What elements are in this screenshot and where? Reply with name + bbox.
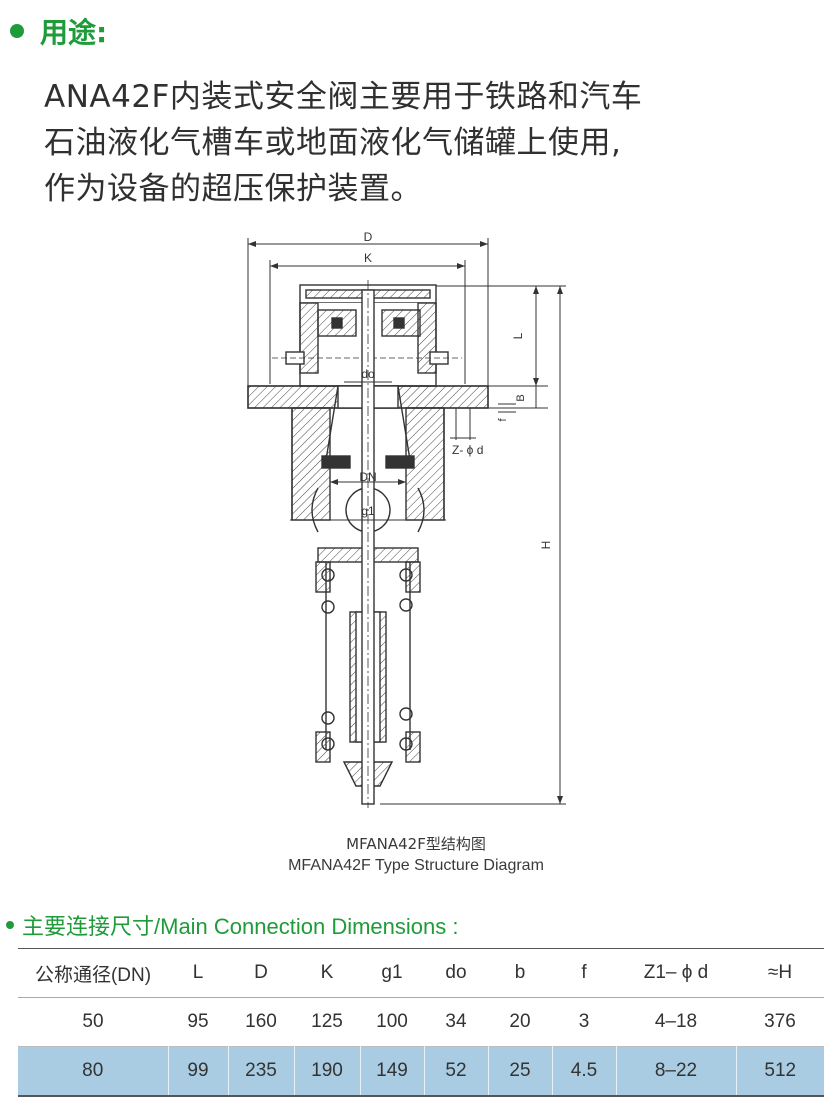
table-cell: 99 — [167, 1046, 228, 1096]
dimension-f: f — [497, 403, 516, 422]
table-cell: 3 — [578, 1011, 590, 1032]
label-d: D — [364, 230, 373, 244]
column-header: Z1– ϕ d — [643, 962, 709, 983]
label-h: H — [539, 541, 553, 550]
table-cell: 34 — [445, 1011, 467, 1032]
column-header: 公称通径(DN) — [34, 964, 152, 986]
column-header: f — [581, 962, 587, 983]
label-k: K — [364, 251, 372, 265]
table-cell: 100 — [376, 1011, 408, 1032]
table-cell: 4–18 — [654, 1011, 698, 1032]
column-header: K — [320, 962, 334, 983]
label-f: f — [497, 418, 509, 422]
usage-heading-label: 用途: — [40, 16, 108, 49]
column-header: D — [254, 962, 268, 983]
usage-line: 石油液化气槽车或地面液化气储罐上使用, — [44, 125, 622, 161]
table-row: 80 99 235 190 149 52 25 4.5 8–22 512 — [18, 1046, 824, 1096]
dimension-h: H — [380, 285, 566, 805]
bullet-dot-icon — [6, 921, 14, 929]
table-cell: 50 — [82, 1011, 104, 1032]
usage-heading: 用途: — [10, 8, 107, 54]
table-cell: 80 — [82, 1060, 104, 1081]
valve-stem — [361, 280, 375, 808]
table-cell: 4.5 — [551, 1046, 616, 1096]
column-header: L — [192, 962, 204, 983]
dimension-dn: DN — [330, 470, 406, 485]
table-cell: 125 — [311, 1011, 343, 1032]
dimension-l: L — [436, 285, 548, 386]
label-b: B — [515, 394, 527, 401]
column-header: g1 — [381, 962, 403, 983]
dimensions-heading: 主要连接尺寸/Main Connection Dimensions : — [6, 910, 458, 940]
dimension-d: D — [247, 230, 489, 386]
label-do: do — [361, 367, 375, 381]
dimension-b: B — [488, 385, 548, 409]
table-cell: 52 — [423, 1046, 488, 1096]
dimensions-heading-label: 主要连接尺寸/Main Connection Dimensions : — [22, 914, 459, 939]
usage-line: 作为设备的超压保护装置。 — [44, 171, 422, 207]
dimension-g1: g1 — [292, 504, 444, 521]
table-cell: 149 — [359, 1046, 424, 1096]
dimension-bolt-holes: Z- ϕ d — [450, 408, 483, 457]
diagram-caption-en: MFANA42F Type Structure Diagram — [288, 857, 544, 874]
dimensions-table: 公称通径(DN) L D K g1 do b f Z1– ϕ d ≈H 50 9… — [18, 948, 824, 1097]
dimension-do: do — [344, 367, 392, 383]
table-header-row: 公称通径(DN) L D K g1 do b f Z1– ϕ d ≈H — [18, 948, 824, 998]
column-header: ≈H — [767, 962, 793, 983]
label-l: L — [511, 332, 525, 339]
table-cell: 512 — [735, 1046, 824, 1096]
table-cell: 235 — [227, 1046, 294, 1096]
table-cell: 376 — [764, 1011, 796, 1032]
label-g1: g1 — [361, 504, 375, 518]
usage-description: ANA42F内装式安全阀主要用于铁路和汽车 石油液化气槽车或地面液化气储罐上使用… — [44, 74, 804, 212]
table-cell: 8–22 — [615, 1046, 736, 1096]
dimension-k: K — [269, 251, 466, 384]
valve-body — [290, 385, 446, 533]
structure-diagram: D K — [247, 230, 566, 808]
table-cell: 25 — [487, 1046, 552, 1096]
diagram-caption-cn: MFANA42F型结构图 — [346, 835, 486, 853]
usage-line: ANA42F内装式安全阀主要用于铁路和汽车 — [44, 79, 643, 115]
table-cell: 160 — [245, 1011, 277, 1032]
table-row: 50 95 160 125 100 34 20 3 4–18 376 — [18, 998, 824, 1047]
column-header: b — [514, 962, 526, 983]
table-cell: 190 — [293, 1046, 360, 1096]
column-header: do — [445, 962, 467, 983]
label-z-phi-d: Z- ϕ d — [452, 443, 483, 457]
table-cell: 95 — [187, 1011, 209, 1032]
label-dn: DN — [359, 470, 376, 484]
table-cell: 20 — [509, 1011, 531, 1032]
bullet-dot-icon — [10, 24, 24, 38]
